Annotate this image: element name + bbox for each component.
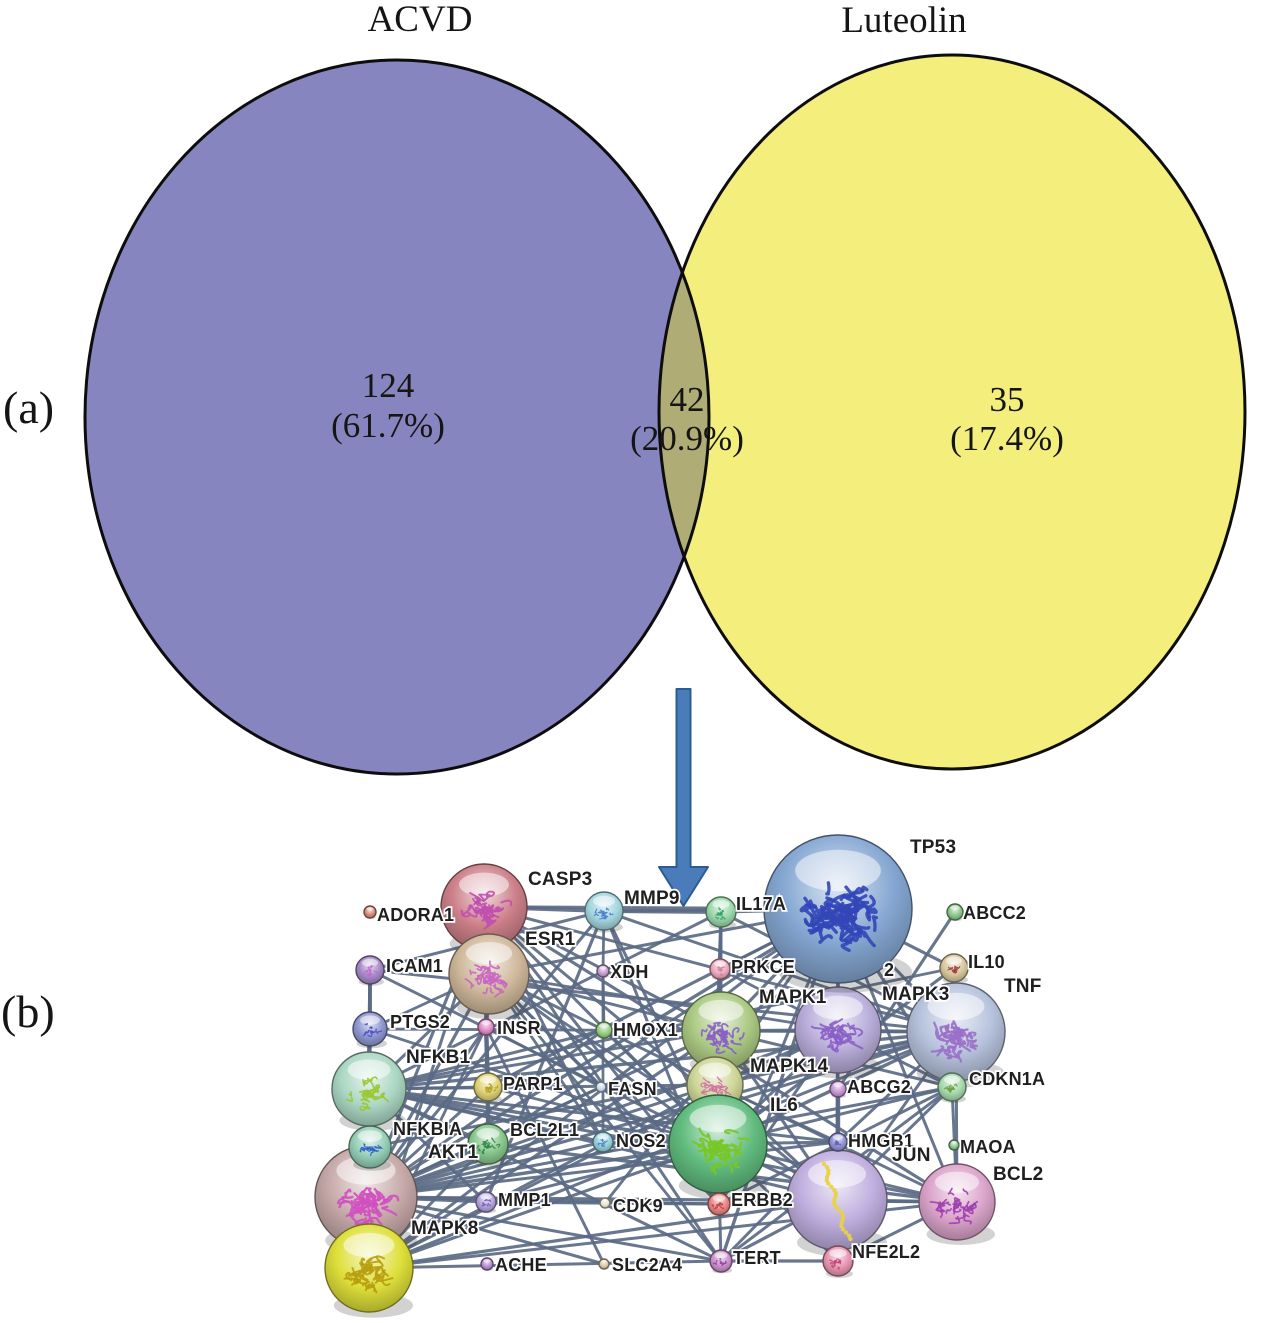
node-il17a bbox=[705, 896, 737, 929]
node-parp1 bbox=[473, 1072, 503, 1103]
node-label-cdk9: CDK9 bbox=[613, 1196, 663, 1216]
node-label-nfe2l2: NFE2L2 bbox=[852, 1242, 920, 1262]
node-label-tp53: TP53 bbox=[910, 837, 956, 858]
venn-right-count: 35 bbox=[989, 380, 1025, 419]
node-label-tnf: TNF bbox=[1004, 976, 1042, 997]
node-bcl2l1 bbox=[467, 1123, 509, 1167]
node-label-xdh: XDH bbox=[610, 962, 649, 982]
venn-right-title: Luteolin bbox=[841, 0, 967, 41]
node-label-mapk8: MAPK8 bbox=[411, 1218, 479, 1239]
node-label-hmox1: HMOX1 bbox=[613, 1020, 678, 1040]
node-label-maoa: MAOA bbox=[960, 1137, 1016, 1157]
node-label-esr1: ESR1 bbox=[525, 929, 576, 950]
node-erbb2 bbox=[707, 1192, 731, 1217]
node-nos2 bbox=[592, 1131, 614, 1154]
node-nfe2l2 bbox=[822, 1245, 854, 1278]
node-label-abcg2: ABCG2 bbox=[847, 1077, 911, 1097]
node-il6 bbox=[668, 1094, 768, 1200]
node-mmp1 bbox=[475, 1191, 497, 1214]
node-label-abcc2: ABCC2 bbox=[963, 903, 1026, 923]
venn-right-circle bbox=[659, 55, 1245, 769]
node-label-il6: IL6 bbox=[770, 1095, 798, 1116]
node-cdk9 bbox=[599, 1197, 611, 1209]
node-esr1 bbox=[448, 933, 530, 1020]
node-label-il17a: IL17A bbox=[736, 894, 786, 914]
node-label-il10: IL10 bbox=[968, 952, 1005, 972]
node-label-mapk14: MAPK14 bbox=[750, 1056, 829, 1077]
node-ache bbox=[480, 1257, 494, 1271]
node-label-icam1: ICAM1 bbox=[386, 956, 443, 976]
node-cdkn1a bbox=[937, 1072, 967, 1103]
node-maoa bbox=[948, 1139, 960, 1151]
node-bcl2 bbox=[918, 1163, 996, 1245]
node-label-slc2a4: SLC2A4 bbox=[612, 1255, 682, 1275]
node-label-erbb2: ERBB2 bbox=[731, 1190, 793, 1210]
node-label-fasn: FASN bbox=[608, 1079, 657, 1099]
node-ptgs2 bbox=[352, 1011, 388, 1049]
node-label-bcl2: BCL2 bbox=[993, 1164, 1043, 1185]
node-label-nfkb1: NFKB1 bbox=[406, 1047, 471, 1068]
node-jun bbox=[786, 1149, 888, 1257]
node-xdh bbox=[596, 964, 610, 978]
venn-left-circle bbox=[85, 60, 709, 774]
panel-a-label: (a) bbox=[3, 382, 55, 433]
node-adora1 bbox=[363, 905, 377, 919]
venn-overlap-percent: (20.9%) bbox=[630, 419, 744, 458]
node-label-mmp9: MMP9 bbox=[624, 888, 680, 909]
down-arrow-icon bbox=[658, 688, 709, 907]
node-nfkb1 bbox=[331, 1051, 407, 1131]
node-label-ache: ACHE bbox=[495, 1255, 547, 1275]
node-label-bcl2l1: BCL2L1 bbox=[510, 1120, 579, 1140]
node-label-jun: JUN bbox=[892, 1145, 931, 1166]
node-label-mapk3: MAPK3 bbox=[882, 984, 950, 1005]
node-tert bbox=[709, 1249, 733, 1274]
node-label-akt1: AKT1 bbox=[428, 1142, 479, 1163]
node-label-cdkn1a: CDKN1A bbox=[969, 1069, 1045, 1089]
node-hmgb1 bbox=[828, 1132, 848, 1153]
node-casp3 bbox=[440, 863, 528, 956]
node-label-nos2: NOS2 bbox=[616, 1131, 666, 1151]
panel-b-label: (b) bbox=[1, 986, 55, 1037]
venn-left-outline bbox=[83, 58, 711, 776]
node-prkce bbox=[709, 958, 731, 981]
node-label-hmgb1: HMGB1 bbox=[848, 1131, 914, 1151]
node-label-prkce: PRKCE bbox=[731, 957, 795, 977]
node-label-tert: TERT bbox=[733, 1248, 781, 1268]
node-label-mapk1: MAPK1 bbox=[759, 987, 827, 1008]
node-il10 bbox=[939, 953, 969, 984]
node-label-casp3: CASP3 bbox=[528, 869, 592, 890]
node-label-nfkbia: NFKBIA bbox=[393, 1119, 462, 1139]
node-insr bbox=[477, 1018, 495, 1037]
venn-left-count: 124 bbox=[361, 366, 415, 405]
node-mapk3 bbox=[794, 986, 882, 1079]
node-abcc2 bbox=[946, 903, 964, 922]
node-label-ptgs2: PTGS2 bbox=[390, 1012, 450, 1032]
node-abcg2 bbox=[829, 1080, 847, 1099]
venn-right-outline bbox=[657, 53, 1247, 771]
node-hmox1 bbox=[595, 1021, 613, 1040]
node-icam1 bbox=[355, 955, 385, 986]
venn-left-title: ACVD bbox=[367, 0, 473, 40]
node-fasn bbox=[595, 1081, 607, 1093]
node-mapk8 bbox=[324, 1223, 414, 1318]
venn-overlap-count: 42 bbox=[669, 380, 705, 419]
node-label-parp1: PARP1 bbox=[503, 1074, 563, 1094]
node-tp53 bbox=[763, 834, 913, 993]
node-nfkbia bbox=[348, 1125, 392, 1171]
venn-right-percent: (17.4%) bbox=[950, 419, 1064, 458]
occluded-label-fragment-0: 2 bbox=[884, 960, 894, 980]
node-label-insr: INSR bbox=[497, 1018, 541, 1038]
node-label-mmp1: MMP1 bbox=[498, 1190, 551, 1210]
node-mmp9 bbox=[584, 891, 624, 933]
node-label-adora1: ADORA1 bbox=[377, 905, 454, 925]
node-slc2a4 bbox=[598, 1258, 610, 1270]
venn-left-percent: (61.7%) bbox=[331, 406, 445, 445]
